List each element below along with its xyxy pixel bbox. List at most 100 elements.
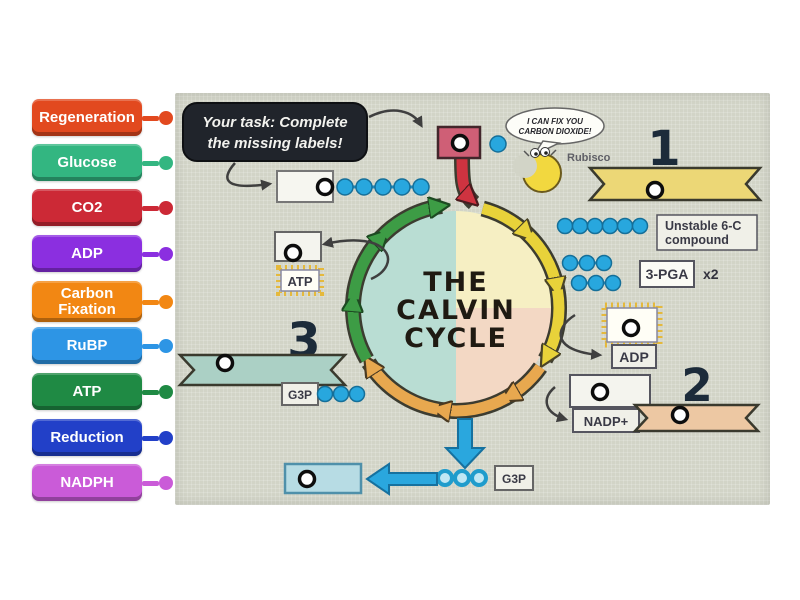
pga-box [639, 260, 695, 288]
answer-spot-4[interactable] [621, 318, 641, 338]
connector-stub [142, 160, 159, 166]
cycle-arrow-orange [369, 363, 440, 415]
cycle-arrow-yellow [524, 231, 558, 290]
connector-stub [142, 435, 159, 441]
connector-stub [142, 299, 159, 305]
to-glucose-arrow [365, 462, 438, 496]
pga-label: 3-PGA [646, 266, 689, 282]
label-pill-regeneration[interactable]: Regeneration [32, 99, 173, 136]
diagram-canvas: THE CALVIN CYCLE Your task: Complete the… [177, 102, 763, 496]
cycle-arrow-orange [508, 363, 545, 397]
speech-line2: CARBON DIOXIDE! [519, 127, 592, 136]
cycle-arrow-orange [438, 392, 511, 411]
speech-bubble [505, 107, 605, 145]
atp-label: ATP [287, 274, 312, 289]
molecule-chain-3 [316, 385, 366, 403]
atp-sunburst-right [601, 302, 663, 348]
connector-stub [142, 389, 159, 395]
label-pill-text: Glucose [57, 153, 117, 171]
g3p-left-label: G3P [288, 388, 312, 402]
answer-box-glucose [283, 462, 363, 495]
label-pill-text: Reduction [50, 428, 124, 446]
label-pill-glucose[interactable]: Glucose [32, 144, 173, 181]
label-pill-text: ADP [71, 244, 103, 262]
label-pill-atp[interactable]: ATP [32, 373, 173, 410]
molecule-rings-3 [436, 469, 488, 487]
banner-2 [632, 403, 761, 433]
rubisco-label: Rubisco [567, 152, 611, 164]
task-note-line2: the missing labels! [207, 135, 342, 152]
cycle-arrow-green [353, 299, 372, 363]
connector-dot [159, 294, 173, 309]
task-arrow-down [226, 162, 273, 191]
connector-dot [159, 475, 173, 490]
g3p-bottom-label: G3P [502, 472, 526, 486]
nadp-box [572, 408, 640, 433]
label-pill-adp[interactable]: ADP [32, 235, 173, 272]
atp-box-left [280, 269, 320, 292]
connector-stub [142, 251, 159, 257]
label-pill-text: Carbon Fixation [58, 284, 116, 318]
answer-spot-9[interactable] [297, 469, 317, 489]
task-note-bubble [182, 102, 368, 162]
connector-stub [142, 343, 159, 349]
connector-dot [159, 200, 173, 215]
label-pill-carbon-fixation[interactable]: Carbon Fixation [32, 281, 173, 322]
task-arrow-right [368, 109, 423, 128]
label-pill-text: NADPH [60, 473, 114, 491]
cycle-arrow-yellow [481, 203, 529, 236]
answer-box-nadph [569, 374, 651, 408]
cycle-title-line3: CYCLE [404, 323, 508, 354]
cycle-pie [359, 211, 553, 405]
banner-1 [587, 166, 763, 202]
adp-label: ADP [619, 349, 649, 365]
rubisco-character [513, 147, 562, 193]
connector-dot [159, 384, 173, 399]
connector-stub [142, 115, 159, 121]
unstable-compound-line2: compound [665, 233, 729, 247]
label-pill-co2[interactable]: CO2 [32, 189, 173, 226]
cycle-title-line2: CALVIN [396, 295, 516, 326]
answer-spot-2[interactable] [450, 133, 470, 153]
answer-spot-7[interactable] [283, 243, 303, 263]
label-pill-reduction[interactable]: Reduction [32, 419, 173, 456]
to-nadp-arrow [545, 386, 569, 423]
connector-stub [142, 480, 159, 486]
label-pill-text: CO2 [71, 198, 103, 216]
cycle-exit-down-arrow [443, 418, 487, 470]
atp-sunburst-left [276, 265, 324, 296]
answer-spot-3[interactable] [645, 180, 665, 200]
co2-entry-arrow [462, 154, 472, 200]
cycle-arrow-green [347, 235, 383, 300]
label-pill-text: ATP [72, 382, 102, 400]
answer-spot-8[interactable] [215, 353, 235, 373]
cycle-to-atp-arrow [321, 236, 390, 281]
connector-dot [159, 430, 173, 445]
calvin-cycle-diagram-image: THE CALVIN CYCLE Your task: Complete the… [175, 93, 770, 505]
connector-dot [159, 155, 173, 170]
answer-spot-5[interactable] [590, 382, 610, 402]
cycle-title-line1: THE [423, 267, 488, 298]
label-pill-text: RuBP [66, 336, 108, 354]
molecule-chain-6 [556, 217, 649, 235]
answer-spot-6[interactable] [670, 405, 690, 425]
cycle-arrow-green [379, 206, 442, 240]
speech-line1: I CAN FIX YOU [527, 117, 583, 126]
label-pill-rubp[interactable]: RuBP [32, 327, 173, 364]
answer-spot-1[interactable] [315, 177, 335, 197]
molecule-chain-3x2 [561, 254, 622, 292]
g3p-box-bottom [494, 465, 534, 491]
connector-dot [159, 246, 173, 261]
label-pill-nadph[interactable]: NADPH [32, 464, 173, 501]
unstable-compound-line1: Unstable 6-C [665, 219, 741, 233]
label-pill-text: Regeneration [39, 108, 135, 126]
molecule-chain-5 [336, 178, 430, 196]
connector-dot [159, 110, 173, 125]
pga-multiplier: x2 [703, 266, 719, 282]
cycle-to-adp-arrow [559, 313, 603, 360]
single-molecule-dot [489, 135, 507, 153]
adp-box [611, 344, 657, 369]
connector-dot [159, 338, 173, 353]
cycle-arrow-yellow [545, 289, 565, 359]
connector-stub [142, 205, 159, 211]
